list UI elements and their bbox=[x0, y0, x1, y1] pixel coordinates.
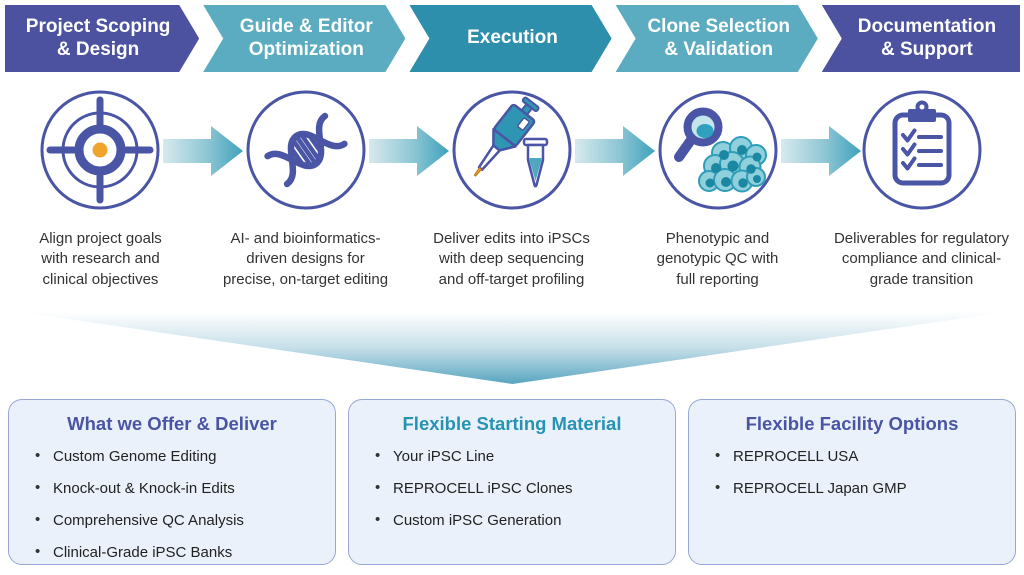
list-item: Your iPSC Line bbox=[367, 447, 657, 466]
stage-label: Guide & Editor Optimization bbox=[239, 16, 373, 60]
facility-options-box: Flexible Facility Options REPROCELL USA … bbox=[688, 399, 1016, 565]
magnifier-cells-icon bbox=[657, 89, 779, 211]
pipette-tube-icon bbox=[451, 89, 573, 211]
list-item: Knock-out & Knock-in Edits bbox=[27, 479, 317, 498]
box-title: Flexible Facility Options bbox=[745, 413, 959, 434]
list-item: REPROCELL USA bbox=[707, 447, 997, 466]
clipboard-checklist-icon bbox=[861, 89, 983, 211]
flow-arrow-3 bbox=[575, 126, 655, 176]
facility-options-list: REPROCELL USA REPROCELL Japan GMP bbox=[707, 447, 997, 498]
stage-banner-guide-editor: Guide & Editor Optimization bbox=[203, 5, 405, 72]
flow-arrow-1 bbox=[163, 126, 243, 176]
list-item: REPROCELL iPSC Clones bbox=[367, 479, 657, 498]
info-boxes: What we Offer & Deliver Custom Genome Ed… bbox=[8, 399, 1016, 565]
stage-banner-project-scoping: Project Scoping & Design bbox=[5, 5, 199, 72]
box-title: What we Offer & Deliver bbox=[67, 413, 277, 434]
stage-description-1: Align project goals with research and cl… bbox=[39, 230, 162, 288]
offer-deliver-list: Custom Genome Editing Knock-out & Knock-… bbox=[27, 447, 317, 562]
box-title: Flexible Starting Material bbox=[402, 413, 622, 434]
list-item: Clinical-Grade iPSC Banks bbox=[27, 543, 317, 562]
starting-material-box: Flexible Starting Material Your iPSC Lin… bbox=[348, 399, 676, 565]
stage-banner-documentation: Documentation & Support bbox=[821, 5, 1021, 72]
stage-label: Project Scoping & Design bbox=[25, 16, 171, 60]
stage-label: Clone Selection & Validation bbox=[647, 16, 790, 60]
target-icon bbox=[39, 89, 161, 211]
stage-banner-execution: Execution bbox=[409, 5, 611, 72]
stage-label: Documentation & Support bbox=[857, 16, 997, 60]
funnel-down-arrow bbox=[20, 312, 1005, 384]
flow-arrow-4 bbox=[781, 126, 861, 176]
flow-arrow-2 bbox=[369, 126, 449, 176]
stage-banner-clone-selection: Clone Selection & Validation bbox=[616, 5, 818, 72]
stage-description-4: Phenotypic and genotypic QC with full re… bbox=[656, 230, 779, 288]
list-item: REPROCELL Japan GMP bbox=[707, 479, 997, 498]
stage-description-2: AI- and bioinformatics- driven designs f… bbox=[222, 230, 389, 288]
list-item: Comprehensive QC Analysis bbox=[27, 511, 317, 530]
process-banner: Project Scoping & Design Guide & Editor … bbox=[5, 5, 1021, 72]
list-item: Custom iPSC Generation bbox=[367, 511, 657, 530]
list-item: Custom Genome Editing bbox=[27, 447, 317, 466]
dna-helix-icon bbox=[245, 89, 367, 211]
stage-label: Execution bbox=[467, 27, 558, 49]
stage-description-5: Deliverables for regulatory compliance a… bbox=[833, 230, 1010, 288]
starting-material-list: Your iPSC Line REPROCELL iPSC Clones Cus… bbox=[367, 447, 657, 530]
offer-deliver-box: What we Offer & Deliver Custom Genome Ed… bbox=[8, 399, 336, 565]
stage-description-3: Deliver edits into iPSCs with deep seque… bbox=[433, 230, 590, 288]
